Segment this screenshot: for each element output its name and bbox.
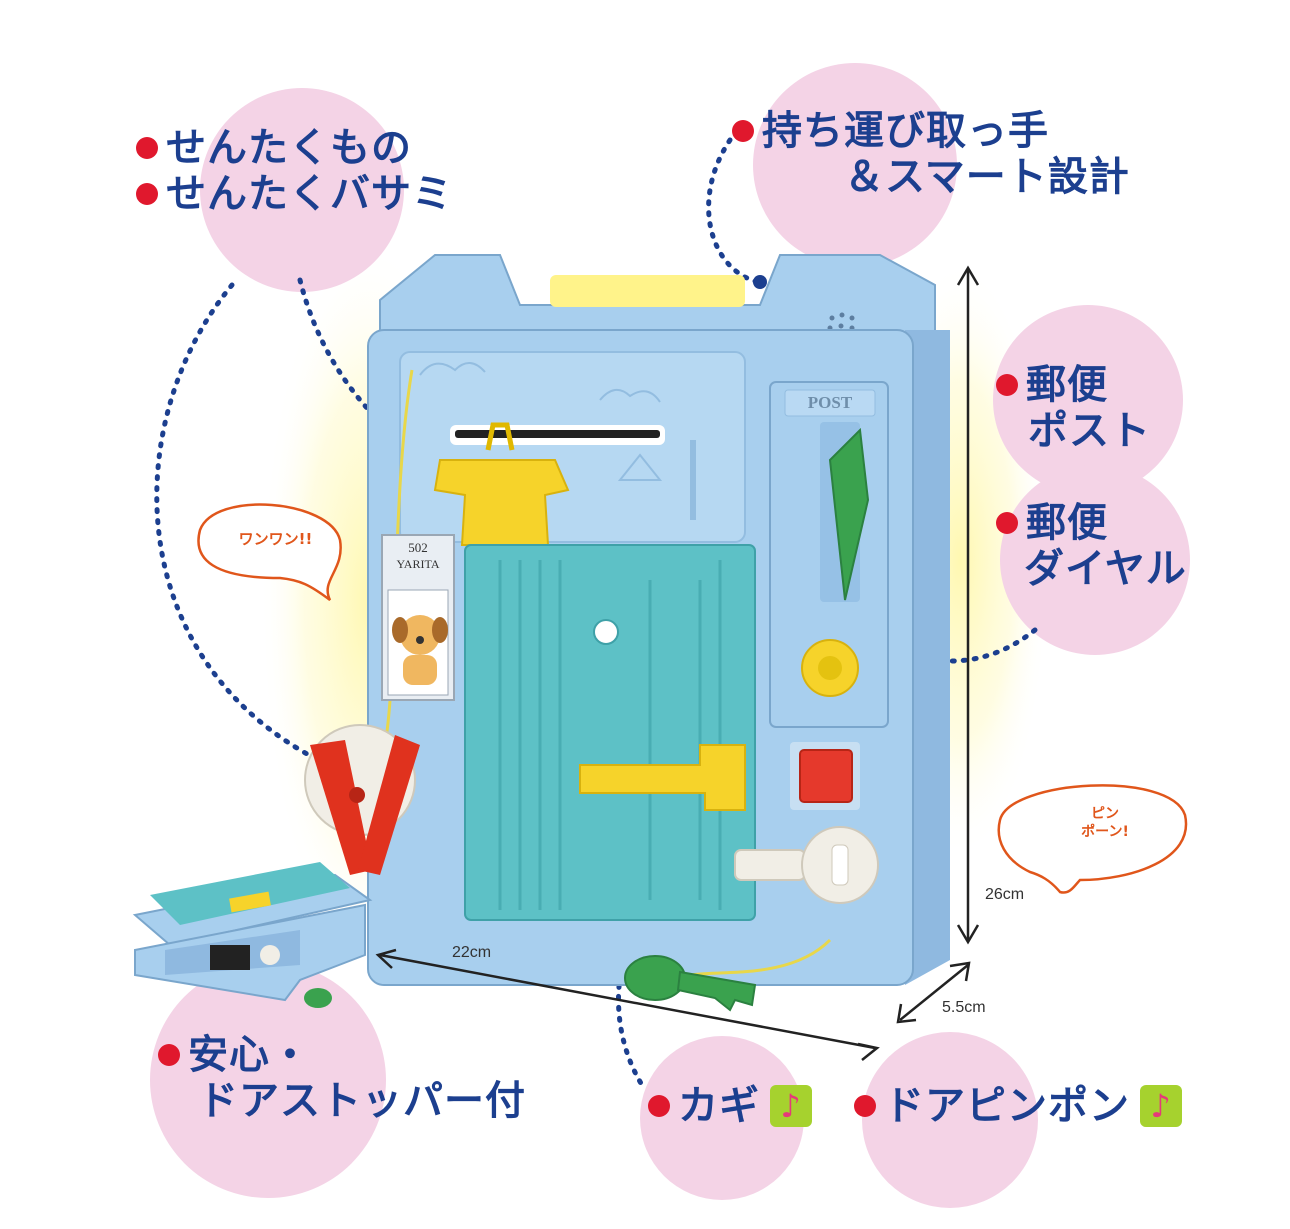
dimension-width: 22cm bbox=[452, 944, 492, 961]
dimension-height: 26cm bbox=[985, 886, 1025, 903]
doorbell-label: ドアピンポン bbox=[884, 1083, 1130, 1129]
bubble-bark bbox=[197, 503, 342, 602]
stopper-label-1: 安心・ bbox=[188, 1032, 311, 1078]
dial-label-1: 郵便 bbox=[1026, 500, 1108, 546]
post-letter bbox=[828, 427, 870, 601]
post-label-1: 郵便 bbox=[1026, 362, 1108, 408]
toy-open-view bbox=[132, 862, 373, 1008]
door-grooves bbox=[498, 560, 722, 910]
doorbell-button bbox=[799, 749, 853, 803]
circle-key bbox=[640, 1036, 804, 1200]
dog-nose bbox=[416, 636, 424, 644]
dimension-depth: 5.5cm bbox=[942, 999, 986, 1016]
bubble-bell bbox=[997, 784, 1188, 894]
callout-key: カギ♪ bbox=[648, 1083, 812, 1129]
leader-dot-handle bbox=[753, 275, 767, 289]
circle-post bbox=[993, 305, 1183, 495]
post-sign bbox=[784, 389, 876, 417]
dimension-arrows bbox=[375, 265, 980, 1061]
door-handle bbox=[579, 744, 746, 811]
key-string bbox=[689, 938, 832, 977]
circle-laundry bbox=[200, 88, 404, 292]
toy-side bbox=[905, 330, 950, 985]
music-note-icon: ♪ bbox=[1140, 1085, 1182, 1127]
callout-stopper: 安心・ ドアストッパー付 bbox=[158, 1032, 526, 1124]
bullet-dot bbox=[136, 137, 158, 159]
circle-doorbell bbox=[862, 1032, 1038, 1208]
nameplate-text: YARITA bbox=[396, 557, 440, 571]
door-peephole bbox=[593, 619, 619, 645]
post-label-2: ポスト bbox=[1028, 408, 1151, 454]
bark-text: ワンワン!! bbox=[238, 530, 313, 548]
rod-stand bbox=[690, 440, 696, 520]
keyhole bbox=[831, 844, 849, 886]
key-blade bbox=[676, 970, 757, 1012]
dog-ear-left bbox=[392, 617, 408, 643]
circle-dial bbox=[1000, 465, 1190, 655]
leader-handle bbox=[706, 137, 761, 285]
bullet-dot bbox=[136, 183, 158, 205]
toy-board bbox=[304, 254, 950, 1012]
callout-post: 郵便 ポスト bbox=[996, 362, 1151, 454]
bell-text-1: ピン bbox=[1091, 806, 1119, 822]
callout-laundry: せんたくもの せんたくバサミ bbox=[136, 125, 453, 217]
handle-label-2: ＆スマート設計 bbox=[844, 154, 1130, 200]
key-bow bbox=[624, 955, 686, 1001]
circle-stopper bbox=[150, 962, 386, 1198]
bullet-dot bbox=[996, 374, 1018, 396]
key-label: カギ bbox=[678, 1083, 760, 1129]
laundry-rod bbox=[455, 430, 660, 438]
callout-dial: 郵便 ダイヤル bbox=[996, 500, 1187, 592]
laundry-label-2: せんたくバサミ bbox=[166, 171, 453, 217]
callout-handle: 持ち運び取っ手 ＆スマート設計 bbox=[732, 108, 1130, 200]
stopper-label-2: ドアストッパー付 bbox=[198, 1078, 526, 1124]
door bbox=[464, 544, 756, 921]
dog-ear-right bbox=[432, 617, 448, 643]
speech-bell: ピン ポーン! bbox=[1045, 805, 1165, 841]
speech-bark: ワンワン!! bbox=[218, 530, 333, 550]
laundry-label-1: せんたくもの bbox=[166, 125, 412, 171]
leader-clothespin bbox=[154, 282, 325, 765]
callout-doorbell: ドアピンポン♪ bbox=[854, 1083, 1182, 1129]
handle-label-1: 持ち運び取っ手 bbox=[762, 108, 1049, 154]
bullet-dot bbox=[648, 1095, 670, 1117]
circle-handle bbox=[753, 63, 957, 267]
arrow-depth bbox=[899, 964, 969, 1021]
bullet-dot bbox=[732, 120, 754, 142]
music-note-icon: ♪ bbox=[770, 1085, 812, 1127]
room-number: 502 bbox=[408, 540, 428, 555]
arrow-width bbox=[379, 953, 876, 1050]
handle-hole bbox=[550, 275, 745, 307]
laundry-hanger bbox=[485, 422, 515, 451]
clothespin bbox=[304, 724, 420, 875]
bullet-dot bbox=[854, 1095, 876, 1117]
hanger-emboss bbox=[617, 453, 663, 481]
post-dial-center bbox=[818, 656, 842, 680]
dial-label-2: ダイヤル bbox=[1024, 546, 1187, 592]
bullet-dot bbox=[996, 512, 1018, 534]
dog-face bbox=[400, 615, 440, 655]
cloud-emboss bbox=[419, 362, 661, 403]
lock-bolt bbox=[734, 849, 806, 881]
post-sign-text: POST bbox=[807, 393, 853, 412]
dog-body bbox=[403, 655, 437, 685]
bullet-dot bbox=[158, 1044, 180, 1066]
bell-text-2: ポーン! bbox=[1081, 824, 1129, 841]
